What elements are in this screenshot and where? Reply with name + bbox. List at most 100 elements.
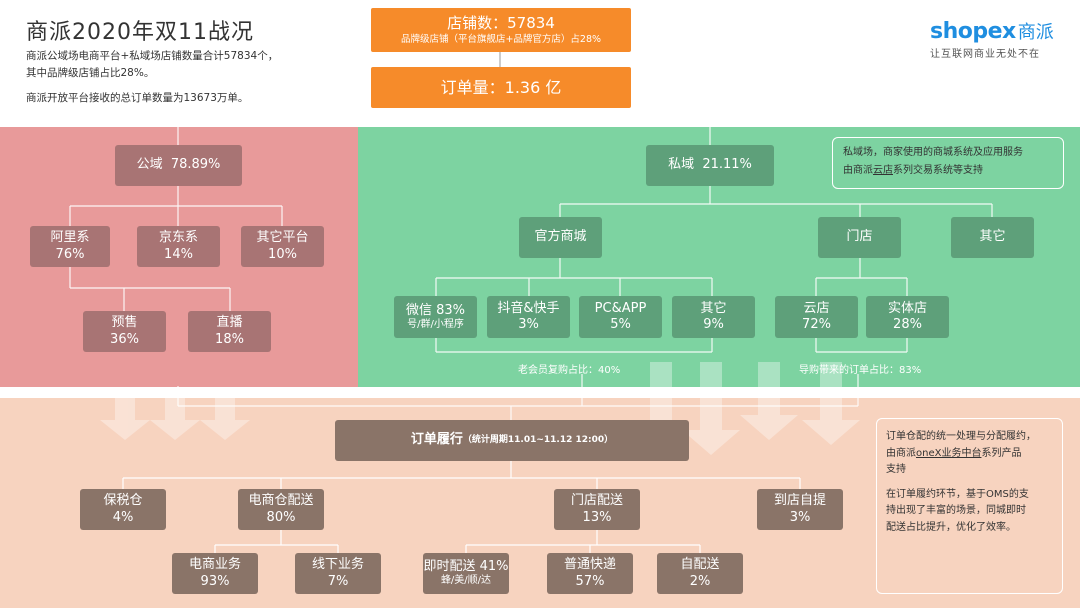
fulfill-self-delivery: 自配送 2% — [657, 553, 743, 594]
item-value: 14% — [164, 246, 193, 262]
item-value: 13% — [582, 509, 612, 525]
private-store-cloud: 云店 72% — [775, 296, 858, 338]
item-name: 阿里系 — [50, 230, 90, 246]
logo-tagline: 让互联网商业无处不在 — [930, 49, 1040, 60]
guide-orders-label: 导购带来的订单占比：83% — [799, 365, 922, 376]
item-name: 门店 — [846, 229, 873, 245]
page-title: 商派2020年双11战况 — [26, 20, 254, 45]
private-title: 私域 21.11% — [668, 157, 752, 173]
item-value: 18% — [215, 331, 244, 347]
item-value: 57% — [575, 573, 605, 589]
member-rebuy-label: 老会员复购占比：40% — [518, 365, 621, 376]
item-value: 10% — [268, 246, 297, 262]
stores-title: 店铺数：57834 — [447, 13, 555, 32]
item-value: 80% — [266, 509, 296, 525]
public-item-jd: 京东系 14% — [137, 226, 220, 267]
public-item-ali: 阿里系 76% — [30, 226, 110, 267]
private-store-box: 门店 — [818, 217, 901, 258]
item-sub: 号/群/小程序 — [407, 318, 464, 330]
stores-box: 店铺数：57834 品牌级店铺（平台旗舰店+品牌官方店）占28% — [371, 8, 631, 52]
item-name: 保税仓 — [103, 493, 143, 509]
fulfill-note-line6: 配送占比提升，优化了效率。 — [886, 521, 1016, 533]
fulfill-pickup: 到店自提 3% — [757, 489, 843, 530]
item-sub: 蜂/美/顺/达 — [440, 575, 492, 587]
summary-text: 商派公域场电商平台+私域场店铺数量合计57834个， 其中品牌级店铺占比28%。… — [26, 48, 278, 106]
item-name: 官方商城 — [534, 229, 587, 245]
fulfillment-title-box: 订单履行 （统计周期11.01~11.12 12:00） — [335, 420, 689, 461]
private-item-douyin: 抖音&快手 3% — [487, 296, 570, 338]
private-store-physical: 实体店 28% — [866, 296, 949, 338]
item-value: 36% — [110, 331, 139, 347]
item-name: 到店自提 — [773, 493, 826, 509]
item-name: 门店配送 — [570, 493, 623, 509]
orders-box: 订单量：1.36 亿 — [371, 67, 631, 108]
fulfill-note-line4: 在订单履约环节，基于OMS的支 — [886, 488, 1029, 500]
fulfill-note-line3: 支持 — [886, 464, 906, 475]
item-name: 预售 — [111, 315, 138, 331]
item-name: 电商业务 — [188, 557, 241, 573]
private-item-wechat: 微信 83% 号/群/小程序 — [394, 296, 477, 338]
fulfill-ecom-business: 电商业务 93% — [172, 553, 258, 594]
item-value: 3% — [518, 317, 539, 332]
private-title-box: 私域 21.11% — [646, 145, 774, 186]
stores-sub: 品牌级店铺（平台旗舰店+品牌官方店）占28% — [400, 34, 602, 46]
item-value: 76% — [55, 246, 85, 262]
fulfillment-note: 订单仓配的统一处理与分配履约， 由商派oneX业务中台系列产品 支持 在订单履约… — [876, 418, 1063, 594]
fulfillment-period: （统计周期11.01~11.12 12:00） — [462, 434, 614, 445]
fulfill-store-delivery: 门店配送 13% — [554, 489, 640, 530]
item-name: 电商仓配送 — [248, 493, 314, 509]
note-text: 系列产品 — [981, 447, 1022, 459]
item-value: 5% — [610, 317, 631, 332]
item-name: 其它 — [700, 300, 727, 316]
item-name: 其它 — [979, 229, 1006, 245]
note-text: 系列交易系统等支持 — [893, 164, 983, 176]
fulfill-note-line1: 订单仓配的统一处理与分配履约， — [886, 431, 1036, 442]
private-note-line1: 私域场，商家使用的商城系统及应用服务 — [843, 147, 1023, 158]
summary-line-1: 商派公域场电商平台+私域场店铺数量合计57834个， — [26, 50, 279, 62]
item-name: 普通快递 — [563, 557, 616, 573]
public-sub-presale: 预售 36% — [83, 311, 166, 352]
public-title-box: 公域 78.89% — [115, 145, 242, 186]
public-item-other: 其它平台 10% — [241, 226, 324, 267]
item-name: 微信 83% — [405, 302, 466, 318]
private-note: 私域场，商家使用的商城系统及应用服务 由商派云店系列交易系统等支持 — [832, 137, 1064, 189]
fulfill-normal-express: 普通快递 57% — [547, 553, 633, 594]
private-item-other: 其它 9% — [672, 296, 755, 338]
fulfill-note-line2: 由商派oneX业务中台系列产品 — [886, 446, 1053, 463]
item-name: 线下业务 — [311, 557, 364, 573]
item-name: 即时配送 41% — [423, 559, 509, 575]
item-value: 9% — [703, 317, 724, 332]
private-official-box: 官方商城 — [519, 217, 602, 258]
item-name: 抖音&快手 — [497, 300, 560, 316]
private-other-box: 其它 — [951, 217, 1034, 258]
fulfill-note-line5: 持出现了丰富的场景，同城即时 — [886, 505, 1026, 516]
private-note-line2: 由商派云店系列交易系统等支持 — [843, 162, 1053, 180]
item-value: 7% — [327, 573, 349, 589]
summary-line-2: 其中品牌级店铺占比28%。 — [26, 66, 155, 79]
fulfill-ecom-warehouse: 电商仓配送 80% — [238, 489, 324, 530]
item-value: 4% — [112, 509, 134, 525]
item-value: 93% — [200, 573, 230, 589]
item-name: 云店 — [803, 300, 830, 316]
item-name: 其它平台 — [256, 230, 309, 246]
note-text: 由商派 — [886, 447, 916, 459]
item-name: PC&APP — [594, 300, 647, 316]
public-title: 公域 78.89% — [136, 157, 221, 173]
item-value: 72% — [802, 317, 831, 332]
public-sub-live: 直播 18% — [188, 311, 271, 352]
item-value: 3% — [789, 509, 811, 525]
orders-title: 订单量：1.36 亿 — [440, 77, 562, 97]
item-name: 京东系 — [158, 230, 198, 246]
item-value: 28% — [893, 317, 922, 332]
item-name: 实体店 — [887, 300, 927, 316]
item-value: 2% — [689, 573, 711, 589]
note-product: oneX业务中台 — [916, 447, 982, 459]
item-name: 自配送 — [680, 557, 720, 573]
logo-brand-cn: 商派 — [1017, 22, 1054, 43]
logo-brand: shopex — [930, 19, 1016, 44]
fulfill-bonded: 保税仓 4% — [80, 489, 166, 530]
fulfillment-title: 订单履行 — [410, 432, 463, 448]
summary-line-3: 商派开放平台接收的总订单数量为13673万单。 — [26, 91, 249, 104]
private-item-pcapp: PC&APP 5% — [579, 296, 662, 338]
